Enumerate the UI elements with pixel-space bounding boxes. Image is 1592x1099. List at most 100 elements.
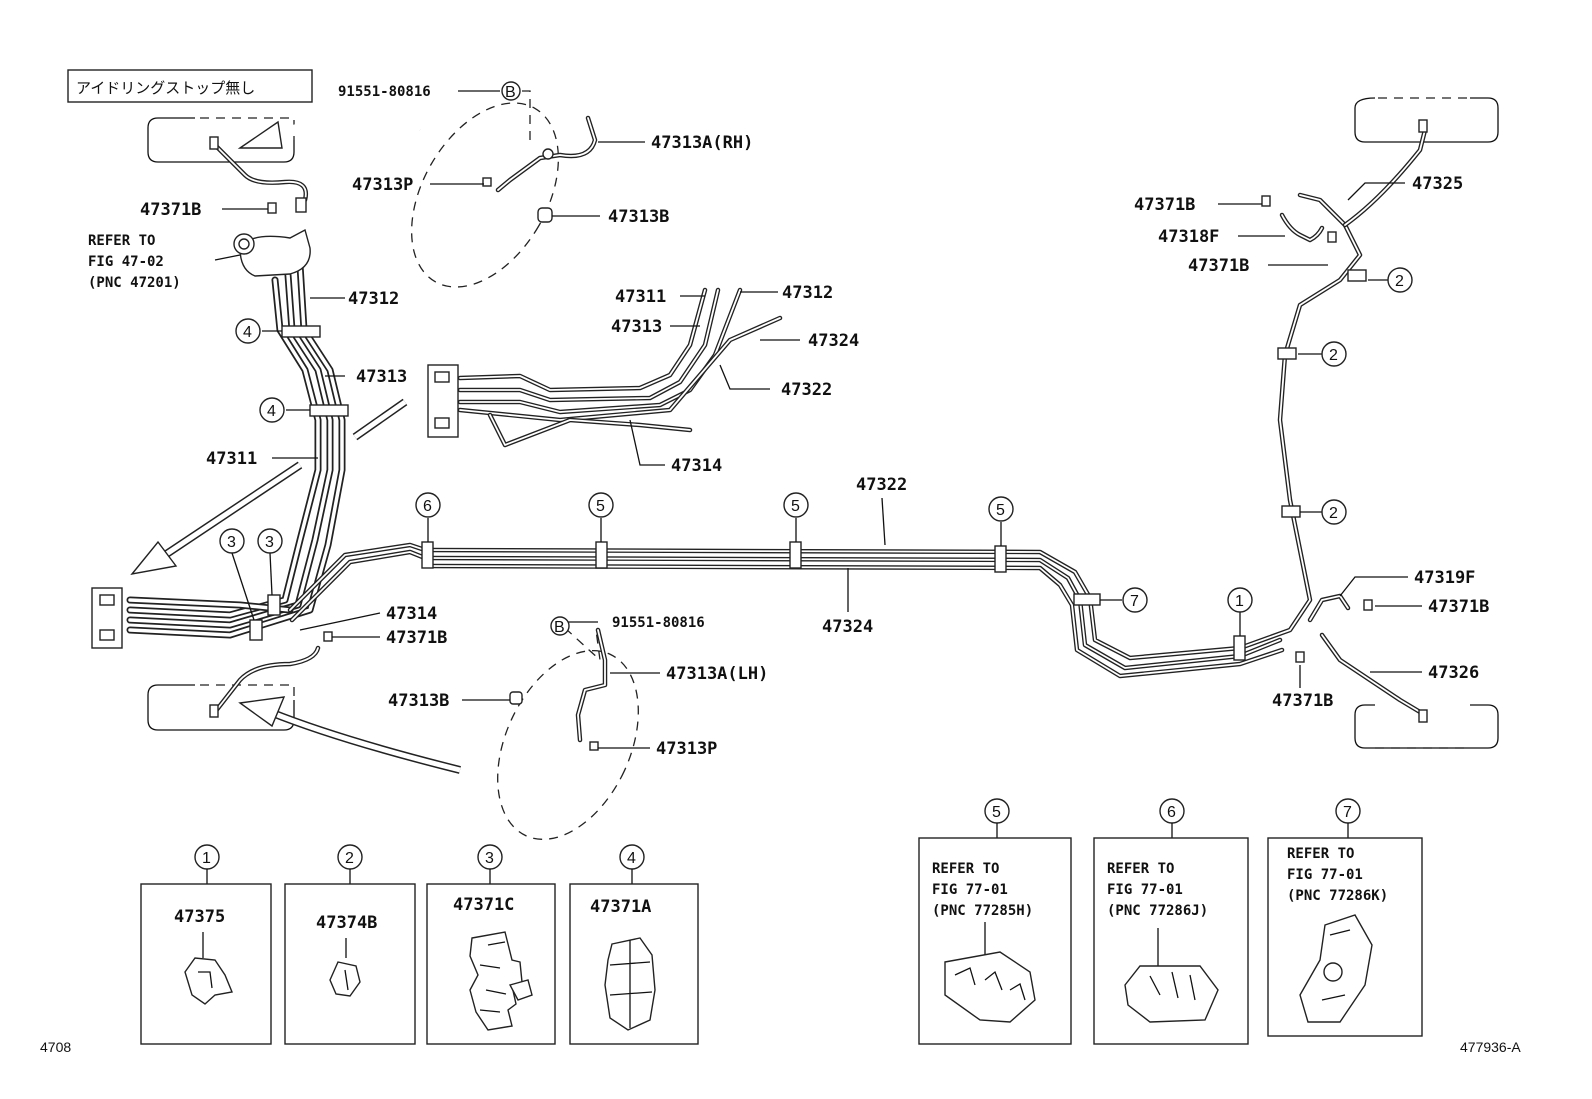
detail-part-47375: 47375 xyxy=(174,907,225,927)
refer-main-line3: (PNC 47201) xyxy=(88,275,181,291)
detail-top-parts xyxy=(482,115,598,223)
callout-2-b: 2 xyxy=(1321,341,1347,367)
svg-text:2: 2 xyxy=(1395,273,1404,290)
detail-bottom-parts xyxy=(509,627,608,751)
flow-arrow-front-left xyxy=(238,696,461,774)
detail-box-4: 4 47371A xyxy=(569,844,699,1045)
svg-text:REFER TO: REFER TO xyxy=(932,861,999,877)
refer-box-5: 5 REFER TO FIG 77-01 (PNC 77285H) xyxy=(918,798,1072,1045)
label-47314-a: 47314 xyxy=(386,604,437,624)
callout-5-a: 5 xyxy=(588,492,614,518)
pipe-transverse xyxy=(287,542,428,623)
label-47313P-bottom: 47313P xyxy=(656,739,717,759)
svg-text:(PNC 77286K): (PNC 77286K) xyxy=(1287,888,1388,904)
detail-part-47374B: 47374B xyxy=(316,913,377,933)
callout-1: 1 xyxy=(1227,587,1253,613)
callout-4-lower: 4 xyxy=(259,397,285,423)
detail-part-47371C: 47371C xyxy=(453,895,514,915)
callout-3-right: 3 xyxy=(257,528,283,554)
svg-text:FIG 77-01: FIG 77-01 xyxy=(932,882,1008,898)
page-code: 4708 xyxy=(40,1039,71,1055)
svg-text:REFER TO: REFER TO xyxy=(1107,861,1174,877)
refer-box-6: 6 REFER TO FIG 77-01 (PNC 77286J) xyxy=(1093,798,1249,1045)
condition-note-box xyxy=(67,69,313,103)
master-cylinder xyxy=(233,228,311,277)
callout-5-b: 5 xyxy=(783,492,809,518)
detail-ellipse-bottom xyxy=(497,650,639,840)
pipe-47325 xyxy=(1342,119,1428,228)
bolt-number-bottom: 91551-80816 xyxy=(612,615,705,631)
label-47371B-b: 47371B xyxy=(386,628,447,648)
label-47312-a: 47312 xyxy=(348,289,399,309)
callout-2-a: 2 xyxy=(1387,267,1413,293)
callout-4-upper: 4 xyxy=(235,318,261,344)
svg-text:5: 5 xyxy=(992,804,1001,821)
label-47313A-RH: 47313A(RH) xyxy=(651,133,753,153)
label-47322-a: 47322 xyxy=(781,380,832,400)
svg-text:4: 4 xyxy=(243,324,252,341)
label-47371B-f: 47371B xyxy=(1272,691,1333,711)
svg-text:3: 3 xyxy=(265,534,274,551)
figure-id: 477936-A xyxy=(1460,1039,1521,1055)
b-marker-top xyxy=(501,81,521,101)
detail-part-47371A: 47371A xyxy=(590,897,651,917)
label-47313-a: 47313 xyxy=(356,367,407,387)
label-47313A-LH: 47313A(LH) xyxy=(666,664,768,684)
bolt-number-top: 91551-80816 xyxy=(338,84,431,100)
detail-box-3: 3 47371C xyxy=(426,844,556,1045)
label-47313-b: 47313 xyxy=(611,317,662,337)
hose-47319F xyxy=(1307,593,1351,623)
refer-main-line1: REFER TO xyxy=(88,233,155,249)
wheel-bracket-rear-left xyxy=(1354,704,1499,749)
svg-text:4: 4 xyxy=(267,403,276,420)
hose-front-left xyxy=(209,645,321,718)
svg-text:2: 2 xyxy=(345,850,354,867)
wheel-bracket-rear-right xyxy=(1354,97,1499,143)
part-labels: 91551-80816 B 47313A(RH) 47313P 47313B 4… xyxy=(88,81,1489,759)
svg-text:3: 3 xyxy=(485,850,494,867)
label-47325: 47325 xyxy=(1412,174,1463,194)
callout-5-c: 5 xyxy=(988,496,1014,522)
hose-47318F xyxy=(1279,212,1325,243)
refer-main-line2: FIG 47-02 xyxy=(88,254,164,270)
flow-arrow-front-right xyxy=(237,118,421,149)
svg-text:FIG 77-01: FIG 77-01 xyxy=(1287,867,1363,883)
svg-text:2: 2 xyxy=(1329,347,1338,364)
label-47311-a: 47311 xyxy=(206,449,257,469)
svg-text:(PNC 77285H): (PNC 77285H) xyxy=(932,903,1033,919)
b-marker-bottom-label: B xyxy=(554,619,565,636)
flow-arrow-diagonal xyxy=(130,398,408,576)
label-47313B-bottom: 47313B xyxy=(388,691,449,711)
svg-text:5: 5 xyxy=(596,498,605,515)
b-marker-bottom xyxy=(550,616,570,636)
svg-text:REFER TO: REFER TO xyxy=(1287,846,1354,862)
label-47313B-top: 47313B xyxy=(608,207,669,227)
callout-7: 7 xyxy=(1122,587,1148,613)
svg-text:4: 4 xyxy=(627,850,636,867)
svg-text:1: 1 xyxy=(202,850,211,867)
label-47324-a: 47324 xyxy=(808,331,859,351)
label-47371B-c: 47371B xyxy=(1134,195,1195,215)
svg-text:3: 3 xyxy=(227,534,236,551)
condition-note: アイドリングストップ無し xyxy=(76,79,255,97)
wheel-bracket-front-left xyxy=(147,684,295,731)
svg-text:FIG 77-01: FIG 77-01 xyxy=(1107,882,1183,898)
callout-3-left: 3 xyxy=(219,528,245,554)
label-47311-b: 47311 xyxy=(615,287,666,307)
pipe-bundle-inset xyxy=(427,287,783,448)
svg-text:(PNC 77286J): (PNC 77286J) xyxy=(1107,903,1208,919)
label-47322-b: 47322 xyxy=(856,475,907,495)
label-47312-b: 47312 xyxy=(782,283,833,303)
svg-text:5: 5 xyxy=(791,498,800,515)
svg-text:6: 6 xyxy=(423,498,432,515)
callout-circles: 4 4 3 3 6 5 5 5 7 1 2 2 2 xyxy=(219,267,1413,613)
svg-text:7: 7 xyxy=(1130,593,1139,610)
b-marker-top-label: B xyxy=(505,84,516,101)
label-47371B-d: 47371B xyxy=(1188,256,1249,276)
pipe-clamps xyxy=(249,269,1367,661)
detail-ellipse-top xyxy=(410,102,560,288)
refer-box-7: 7 REFER TO FIG 77-01 (PNC 77286K) xyxy=(1267,798,1423,1037)
label-47314-b: 47314 xyxy=(671,456,722,476)
pipe-47326 xyxy=(1319,632,1428,723)
